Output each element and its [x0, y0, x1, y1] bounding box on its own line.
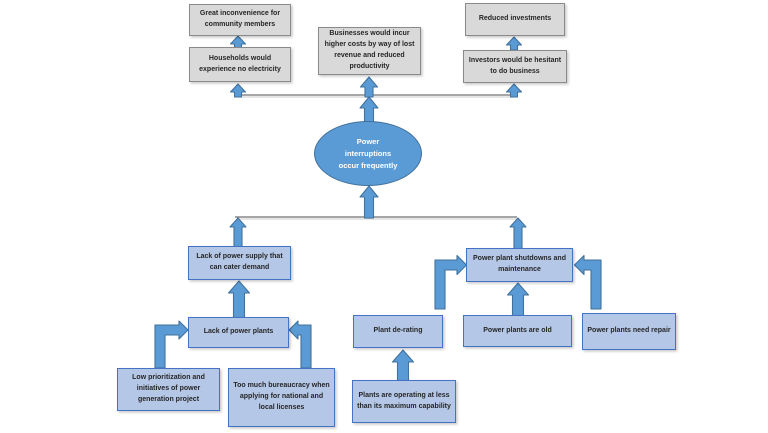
effect-box-businesses-higher-costs: Businesses would incur higher costs by w…	[318, 27, 421, 75]
cause-box-too-much-bureaucracy: Too much bureaucracy when applying for n…	[228, 368, 335, 427]
cause-box-plants-need-repair: Power plants need repair	[582, 313, 676, 350]
central-problem-ellipse: Power interruptions occur frequently	[314, 121, 422, 186]
cause-box-plants-operating-below-max: Plants are operating at less than its ma…	[352, 380, 456, 423]
up-arrow	[506, 282, 530, 317]
cause-box-plant-shutdowns: Power plant shutdowns and maintenance	[466, 248, 573, 282]
up-arrow	[229, 217, 247, 248]
effect-box-reduced-investments: Reduced investments	[465, 3, 565, 36]
effect-box-households-no-electricity: Households would experience no electrici…	[189, 47, 291, 82]
bent-arrow	[434, 254, 468, 310]
up-arrow	[359, 76, 379, 98]
up-arrow	[509, 217, 527, 250]
up-arrow	[505, 36, 523, 51]
cause-box-low-prioritization: Low prioritization and initiatives of po…	[117, 368, 220, 411]
up-arrow	[227, 280, 251, 319]
cause-box-plants-old: Power plants are old	[463, 315, 572, 347]
up-arrow	[359, 185, 379, 219]
bent-arrow	[288, 320, 312, 369]
effect-box-investors-hesitant: Investors would be hesitant to do busine…	[463, 50, 567, 83]
effect-box-great-inconvenience: Great inconvenience for community member…	[189, 4, 291, 36]
bent-arrow	[573, 254, 602, 310]
up-arrow	[391, 349, 415, 382]
up-arrow	[229, 83, 247, 98]
cause-box-plant-derating: Plant de-rating	[353, 315, 443, 348]
cause-box-lack-power-plants: Lack of power plants	[188, 317, 289, 348]
cause-box-lack-power-supply: Lack of power supply that can cater dema…	[188, 246, 291, 280]
up-arrow	[505, 83, 523, 98]
up-arrow	[359, 96, 379, 124]
bent-arrow	[154, 320, 189, 369]
